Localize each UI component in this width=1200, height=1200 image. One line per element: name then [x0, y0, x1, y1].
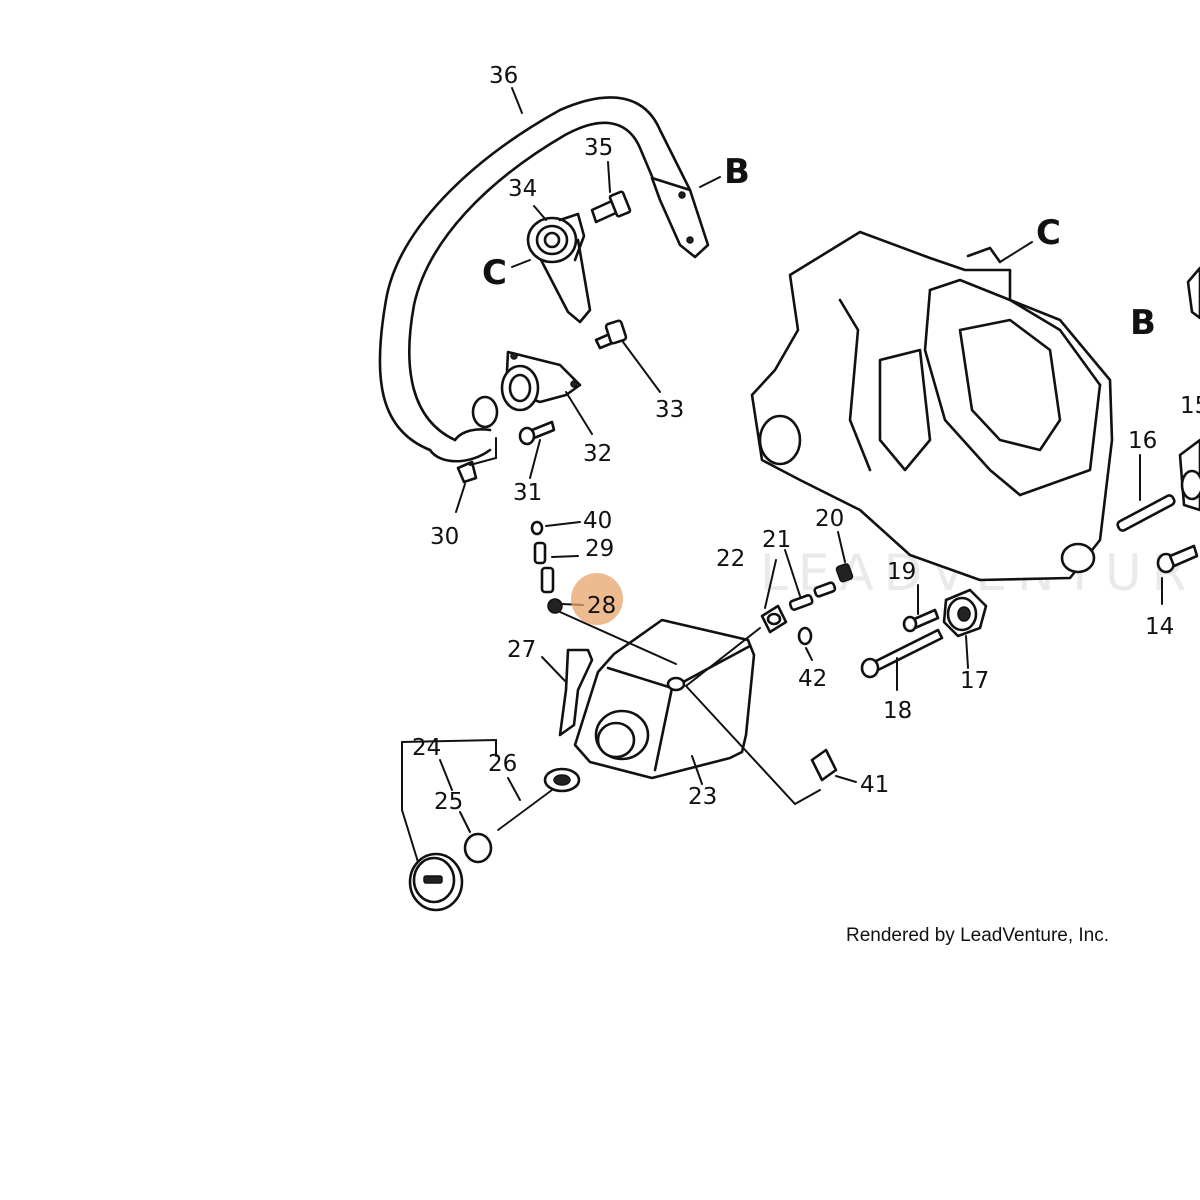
- letter-c-left: C: [482, 253, 507, 293]
- credit-text: Rendered by LeadVenture, Inc.: [846, 925, 1109, 946]
- part-42-oring: [797, 626, 813, 646]
- callout-23: 23: [688, 784, 717, 810]
- part-19-bolt: [902, 608, 940, 633]
- part-14-screw: [1156, 544, 1199, 574]
- part-40-nut: [530, 520, 544, 536]
- letter-b-top: B: [724, 152, 750, 192]
- part-25-gasket: [463, 832, 493, 864]
- callout-42: 42: [798, 666, 827, 692]
- letter-c-right: C: [1036, 213, 1061, 253]
- part-15-mount: [1178, 438, 1200, 512]
- callout-36: 36: [489, 63, 518, 89]
- part-16-pin: [1116, 494, 1176, 532]
- part-41-cap: [810, 748, 838, 782]
- part-32-mount: [500, 350, 582, 412]
- callout-15: 15: [1180, 393, 1200, 419]
- callout-40: 40: [583, 508, 612, 534]
- leader-lines: [401, 87, 1163, 863]
- callout-14: 14: [1145, 614, 1174, 640]
- part-27-shield: [558, 648, 594, 737]
- callout-25: 25: [434, 789, 463, 815]
- part-18-bolt: [860, 628, 944, 679]
- part-bracket-right: [1186, 266, 1200, 320]
- callout-41: 41: [860, 772, 889, 798]
- part-30-tab: [456, 460, 478, 484]
- callout-22: 22: [716, 546, 745, 572]
- callout-26: 26: [488, 751, 517, 777]
- part-pin: [540, 566, 555, 594]
- callout-29: 29: [585, 536, 614, 562]
- letter-callouts: B C C B: [482, 152, 1156, 343]
- callout-numbers: 36 35 34 33 32 31 30 40 29 28 27 24 26 2…: [412, 63, 1200, 815]
- callout-32: 32: [583, 441, 612, 467]
- part-34-bracket: [526, 212, 592, 324]
- callout-17: 17: [960, 668, 989, 694]
- part-33-screw: [594, 319, 628, 350]
- letter-b-right: B: [1130, 303, 1156, 343]
- callout-31: 31: [513, 480, 542, 506]
- callout-33: 33: [655, 397, 684, 423]
- part-22-fitting: [760, 604, 788, 634]
- part-20-spring: [835, 563, 854, 583]
- highlight-28: [571, 573, 623, 625]
- callout-19: 19: [887, 559, 916, 585]
- callout-34: 34: [508, 176, 537, 202]
- callout-24: 24: [412, 735, 441, 761]
- callout-20: 20: [815, 506, 844, 532]
- part-35-bolt: [590, 190, 632, 224]
- callout-27: 27: [507, 637, 536, 663]
- callout-16: 16: [1128, 428, 1157, 454]
- callout-18: 18: [883, 698, 912, 724]
- callout-28: 28: [587, 593, 616, 619]
- callout-30: 30: [430, 524, 459, 550]
- part-36-handle-bar: [378, 96, 710, 463]
- part-29-spring: [533, 541, 547, 565]
- part-26-pickup: [497, 767, 581, 831]
- part-24-cap: [408, 852, 464, 912]
- part-23-tank: [573, 618, 756, 780]
- callout-21: 21: [762, 527, 791, 553]
- part-21-pins: [788, 581, 837, 611]
- part-28-grommet: [547, 598, 563, 614]
- callout-35: 35: [584, 135, 613, 161]
- crankcase: [750, 230, 1114, 582]
- part-31-bolt: [518, 420, 556, 446]
- part-17-mount: [942, 588, 988, 638]
